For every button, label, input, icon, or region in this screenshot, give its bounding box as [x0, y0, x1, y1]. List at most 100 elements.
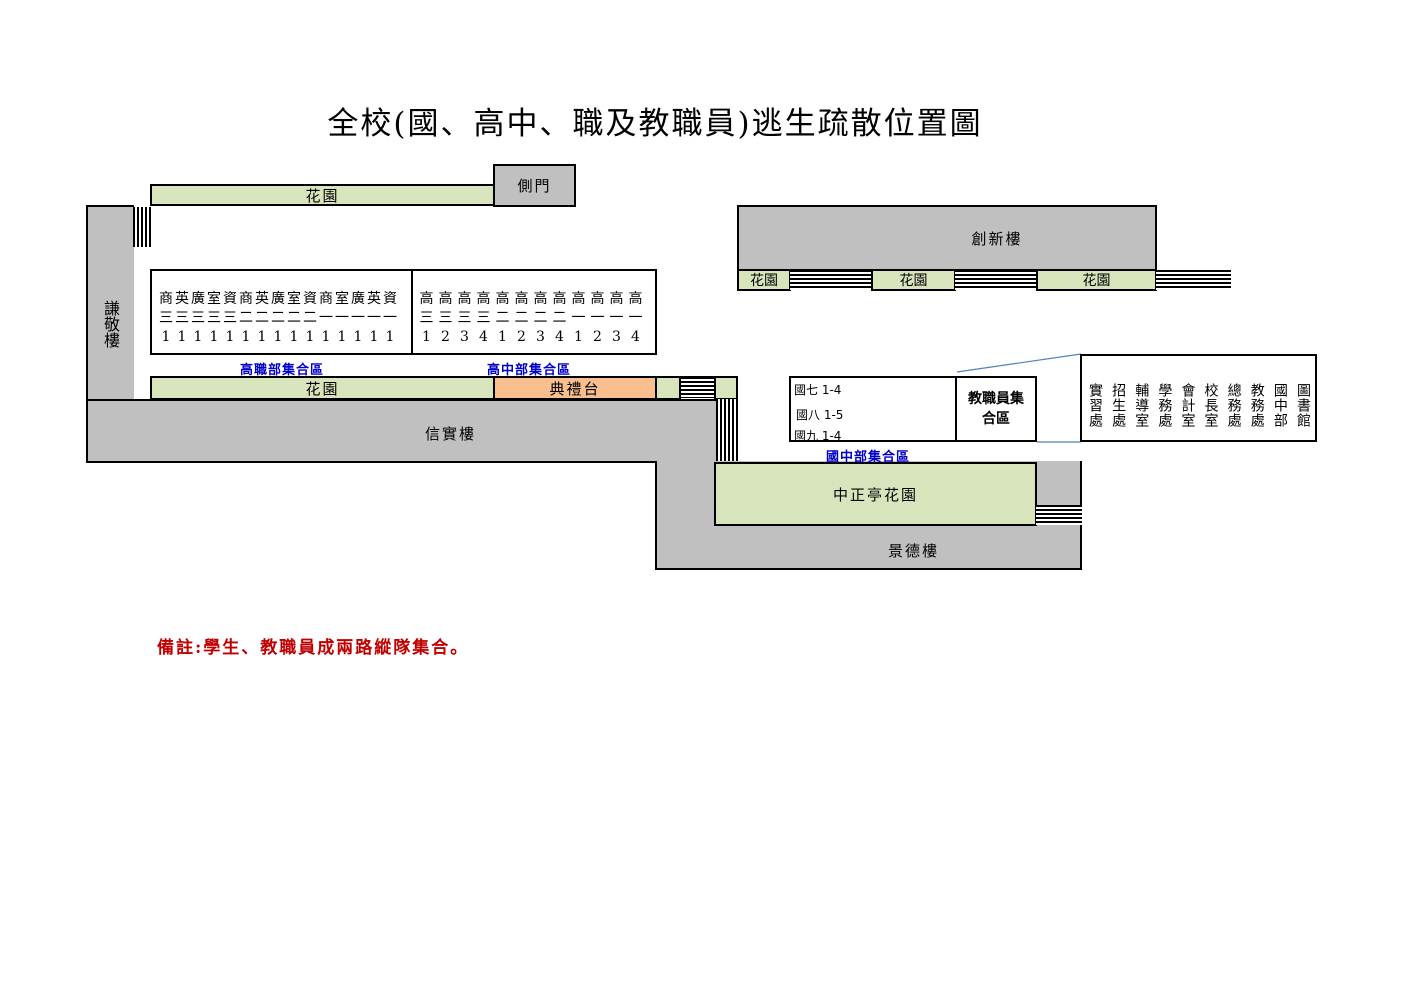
senior-class-c3: 2 — [593, 329, 602, 345]
vocational-class-c3: 1 — [385, 329, 395, 345]
vocational-classrooms — [150, 269, 413, 355]
vocational-class-c3: 1 — [177, 329, 187, 345]
vocational-class-c1: 資 — [303, 291, 317, 307]
senior-class-c2: 二 — [495, 310, 510, 326]
senior-class-c1: 高 — [533, 291, 548, 307]
vocational-class-c1: 資 — [223, 291, 237, 307]
vocational-class-c1: 資 — [383, 291, 397, 307]
senior-class-c1: 高 — [552, 291, 567, 307]
senior-class-c1: 高 — [514, 291, 529, 307]
vocational-class-c3: 1 — [273, 329, 283, 345]
vocational-class-c2: 三 — [207, 310, 221, 326]
senior-class-c2: 二 — [552, 310, 567, 326]
vocational-class-c3: 1 — [161, 329, 171, 345]
junior-assembly-label: 國中部集合區 — [826, 450, 911, 465]
vocational-class-0: 商三 1 — [158, 290, 174, 350]
vocational-class-c2: 一 — [367, 310, 381, 326]
chuangxin-stairs-1 — [790, 270, 873, 290]
senior-class-c3: 2 — [517, 329, 526, 345]
top-garden: 花園 — [150, 184, 495, 206]
stage-side-garden — [655, 376, 681, 400]
senior-class-c3: 3 — [536, 329, 545, 345]
senior-class-c1: 高 — [419, 291, 434, 307]
office-columns: 實習處招生處輔導室學務處會計室校長室總務處教務處國中部圖書館 — [1086, 374, 1312, 436]
stairs-topleft — [133, 207, 152, 247]
vocational-class-c1: 商 — [159, 291, 173, 307]
senior-class-c2: 一 — [590, 310, 605, 326]
vocational-class-c1: 室 — [335, 291, 349, 307]
qianjing-label: 謙敬樓 — [101, 300, 120, 348]
chuangxin-stairs-3 — [1156, 270, 1231, 290]
office-6: 總務處 — [1225, 382, 1242, 428]
vocational-class-c2: 二 — [303, 310, 317, 326]
vocational-class-c2: 三 — [191, 310, 205, 326]
senior-class-3: 高三 4 — [476, 290, 491, 350]
stairs-jingde — [1036, 505, 1082, 525]
senior-class-c3: 2 — [441, 329, 450, 345]
office-5: 校長室 — [1202, 382, 1219, 428]
senior-class-c1: 高 — [571, 291, 586, 307]
senior-class-1: 高三 2 — [438, 290, 453, 350]
senior-class-c1: 高 — [495, 291, 510, 307]
zhongzheng-garden: 中正亭花園 — [714, 462, 1037, 526]
chuangxin-garden-1: 花園 — [737, 269, 791, 291]
offices-box — [1080, 354, 1317, 442]
vocational-class-c2: 三 — [159, 310, 173, 326]
vocational-class-c1: 商 — [319, 291, 333, 307]
office-8: 國中部 — [1271, 382, 1288, 428]
senior-class-c2: 三 — [457, 310, 472, 326]
senior-class-c3: 4 — [479, 329, 488, 345]
vocational-class-c2: 一 — [335, 310, 349, 326]
vocational-class-c3: 1 — [289, 329, 299, 345]
vocational-class-c2: 一 — [351, 310, 365, 326]
vocational-class-c3: 1 — [193, 329, 203, 345]
vocational-class-c1: 廣 — [351, 291, 365, 307]
jingde-label: 景德樓 — [888, 542, 940, 560]
office-1: 招生處 — [1110, 382, 1127, 428]
staff-assembly-box: 教職員集合區 — [955, 376, 1037, 442]
office-2: 輔導室 — [1133, 382, 1150, 428]
senior-class-c2: 一 — [571, 310, 586, 326]
vocational-class-c1: 商 — [239, 291, 253, 307]
senior-class-c2: 三 — [438, 310, 453, 326]
vocational-class-c3: 1 — [225, 329, 235, 345]
senior-class-c3: 4 — [555, 329, 564, 345]
senior-class-9: 高一 2 — [590, 290, 605, 350]
senior-class-c1: 高 — [438, 291, 453, 307]
senior-classrooms — [411, 269, 657, 355]
office-0: 實習處 — [1087, 382, 1103, 428]
vocational-class-c3: 1 — [369, 329, 379, 345]
vocational-assembly-label: 高職部集合區 — [240, 363, 325, 378]
senior-class-c3: 1 — [422, 329, 431, 345]
chuangxin-stairs-2 — [955, 270, 1038, 290]
senior-class-c1: 高 — [476, 291, 491, 307]
senior-class-7: 高二 4 — [552, 290, 567, 350]
senior-class-5: 高二 2 — [514, 290, 529, 350]
senior-class-c1: 高 — [609, 291, 624, 307]
senior-class-c1: 高 — [590, 291, 605, 307]
office-7: 教務處 — [1248, 382, 1265, 428]
senior-class-c2: 二 — [514, 310, 529, 326]
side-gate: 側門 — [493, 164, 576, 207]
vocational-class-c3: 1 — [353, 329, 363, 345]
lower-garden: 花園 — [150, 376, 495, 400]
vocational-class-c2: 二 — [271, 310, 285, 326]
senior-class-c2: 三 — [476, 310, 491, 326]
senior-class-c3: 3 — [612, 329, 621, 345]
senior-class-c1: 高 — [628, 291, 643, 307]
xinshi-building — [86, 399, 716, 463]
vocational-class-c2: 一 — [319, 310, 333, 326]
vocational-class-12: 廣一 1 — [350, 290, 366, 350]
vocational-class-c2: 二 — [239, 310, 253, 326]
callout-lines — [956, 353, 1082, 443]
